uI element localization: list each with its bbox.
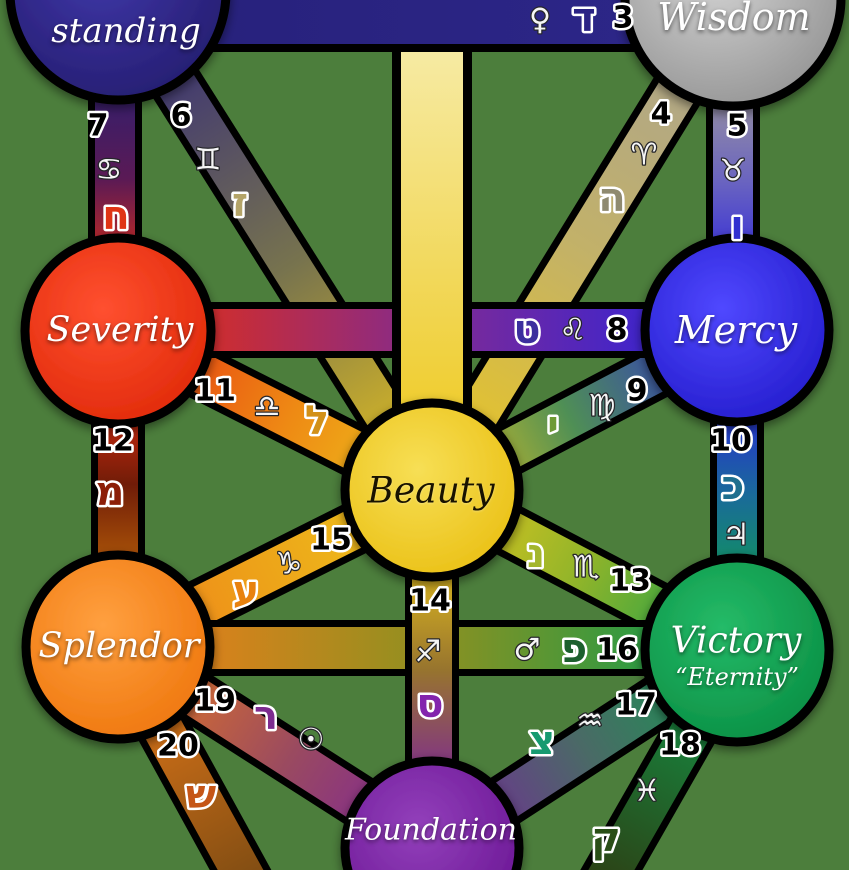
jupiter-icon: ♃ — [723, 518, 750, 553]
pisces-icon: ♓ — [634, 774, 661, 809]
letter-shin: ש — [186, 772, 216, 818]
node-wisdom-circle — [620, 0, 846, 111]
letter-tet: ט — [513, 307, 540, 353]
node-victory-label: Victory — [671, 621, 802, 662]
libra-icon: ♎ — [254, 390, 281, 425]
nodes-layer — [5, 0, 846, 870]
node-understanding-circle — [5, 0, 231, 105]
node-victory-circle — [640, 553, 834, 747]
path-16-number: 16 — [596, 633, 638, 668]
cancer-icon: ♋ — [96, 153, 123, 188]
letter-nun: נ — [527, 531, 545, 577]
path-13-number: 13 — [609, 564, 651, 599]
path-17-number: 17 — [615, 688, 657, 723]
sun-icon: ☉ — [298, 723, 325, 758]
node-beauty-label: Beauty — [366, 471, 495, 512]
path-8-number: 8 — [607, 313, 628, 348]
letter-yod: י — [547, 403, 559, 449]
path-20-number: 20 — [157, 729, 199, 764]
taurus-icon: ♉ — [720, 154, 747, 189]
leo-icon: ♌ — [560, 313, 587, 348]
path-7-number: 7 — [88, 109, 109, 144]
letter-tsadi: צ — [529, 718, 555, 764]
path-6-number: 6 — [171, 99, 192, 134]
node-wisdom-label: Wisdom — [657, 0, 810, 39]
path-3-number: 3 — [613, 1, 634, 36]
path-10-number: 10 — [710, 424, 752, 459]
node-severity-circle — [20, 233, 216, 429]
letter-qof: ק — [591, 815, 620, 861]
node-beauty-circle — [340, 398, 524, 582]
node-mercy-label: Mercy — [674, 308, 798, 352]
node-severity-label: Severity — [47, 310, 195, 350]
path-19-number: 19 — [194, 684, 236, 719]
path-15-number: 15 — [310, 523, 352, 558]
path-18-number: 18 — [659, 728, 701, 763]
letter-pe: פ — [561, 626, 587, 672]
path-12-number: 12 — [92, 424, 134, 459]
path-11-number: 11 — [194, 374, 236, 409]
node-splendor-label: Splendor — [38, 626, 201, 666]
scorpio-icon: ♏ — [573, 550, 600, 585]
node-victory-subtitle: “Eternity” — [675, 663, 799, 691]
letter-vav: ו — [730, 203, 744, 249]
labels-layer: standing Wisdom Severity Mercy Beauty Sp… — [38, 0, 810, 864]
mars-icon: ♂ — [514, 633, 541, 668]
path-9-number: 9 — [627, 374, 648, 409]
virgo-icon: ♍ — [589, 389, 616, 424]
letter-mem: מ — [96, 469, 125, 515]
letter-resh: ר — [254, 693, 278, 739]
path-5-number: 5 — [727, 109, 748, 144]
letter-chet: ח — [102, 193, 129, 239]
venus-icon: ♀ — [529, 3, 551, 38]
sagittarius-icon: ♐ — [415, 635, 442, 670]
aquarius-icon: ♒ — [577, 704, 604, 739]
letter-samekh: ס — [416, 681, 443, 727]
path-14-number: 14 — [409, 584, 451, 619]
letter-zayin: ז — [232, 180, 248, 226]
letter-ayin: ע — [233, 568, 260, 614]
aries-icon: ♈ — [631, 138, 658, 173]
letter-dalet: ד — [572, 0, 596, 41]
node-mercy-circle — [640, 233, 834, 427]
letter-kaf: כ — [722, 463, 745, 509]
node-foundation-label: Foundation — [344, 813, 517, 848]
gemini-icon: ♊ — [195, 143, 222, 178]
path-4-number: 4 — [651, 97, 672, 132]
capricorn-icon: ♑ — [276, 547, 303, 582]
node-understanding-label: standing — [51, 11, 201, 51]
node-foundation-circle — [340, 756, 524, 870]
node-splendor-circle — [21, 550, 215, 744]
letter-lamed: ל — [305, 398, 329, 444]
letter-he: ה — [598, 175, 625, 221]
